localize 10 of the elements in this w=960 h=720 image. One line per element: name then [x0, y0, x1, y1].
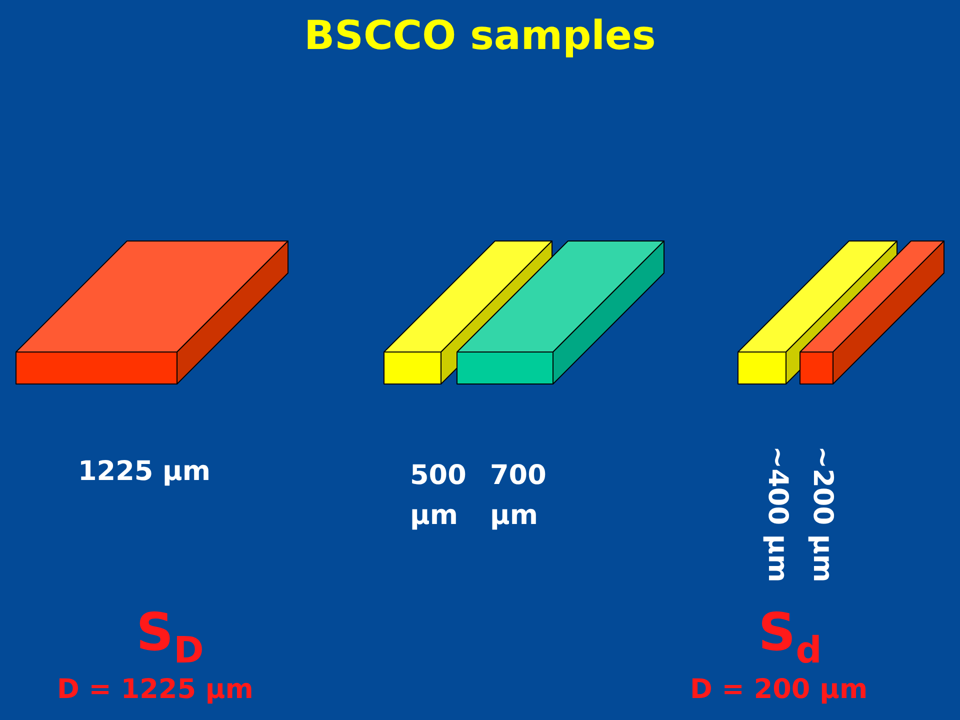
dimension-label: 700 μm [490, 459, 546, 533]
thickness-label: D = 1225 μm [57, 674, 254, 706]
sample-symbol: S$_{D}$ [136, 602, 204, 664]
slide-title: BSCCO samples [304, 12, 656, 60]
dimension-label: 1225 μm [78, 456, 211, 488]
thickness-label: D = 200 μm [690, 674, 868, 706]
dimension-label: ~400 μm [761, 446, 794, 582]
dimension-label: 500 μm [410, 459, 466, 533]
dimension-label: ~200 μm [806, 446, 839, 582]
sample-symbol: S$_{d}$ [758, 602, 822, 664]
